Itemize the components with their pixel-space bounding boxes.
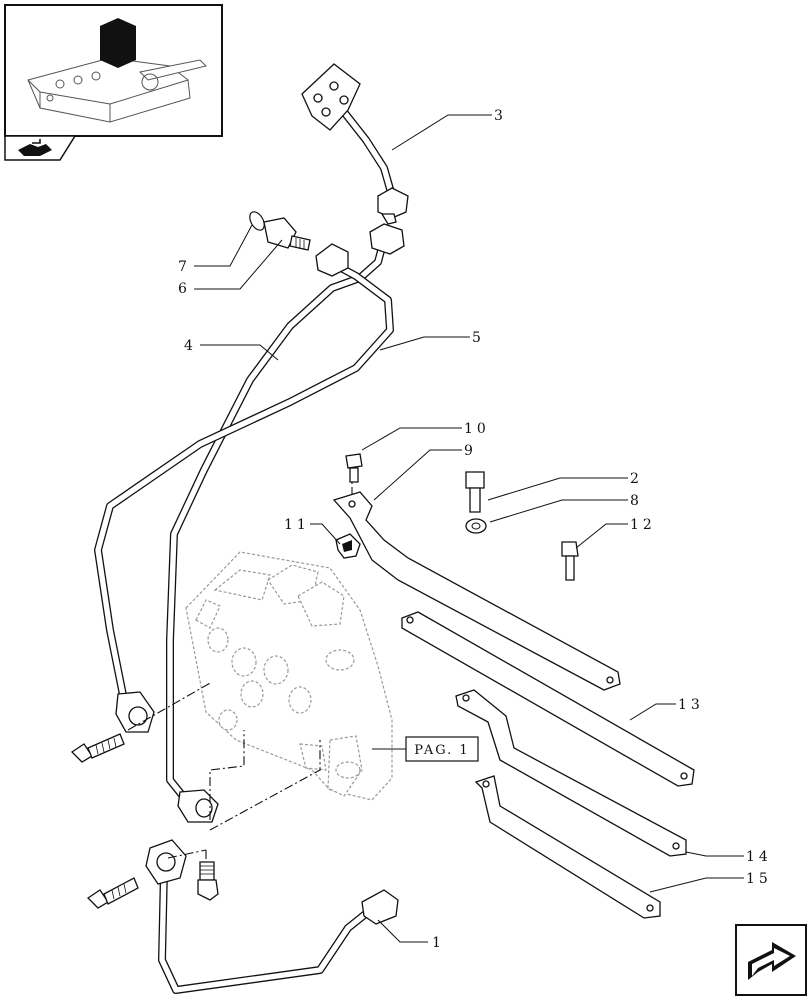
callout-14: 14 <box>746 849 772 865</box>
fitting-6-7 <box>249 211 311 251</box>
control-valve-ghost <box>185 551 393 801</box>
callout-5: 5 <box>472 330 485 346</box>
callout-3: 3 <box>494 108 507 124</box>
banjo-bolt-vertical <box>197 861 219 901</box>
leader-lines <box>194 114 744 943</box>
bracket-15 <box>474 775 661 919</box>
bracket-13 <box>401 611 695 787</box>
callout-6: 6 <box>178 281 191 297</box>
thumbnail-frame[interactable] <box>4 4 223 137</box>
callout-1: 1 <box>432 935 445 951</box>
callout-12: 12 <box>630 517 656 533</box>
bolt-12 <box>561 541 579 581</box>
callout-11: 11 <box>284 517 310 533</box>
tube-5 <box>166 223 405 823</box>
callout-10: 10 <box>464 421 490 437</box>
callout-4: 4 <box>184 338 197 354</box>
bolt-10 <box>345 453 363 483</box>
page-reference-box[interactable]: PAG. 1 <box>372 736 479 762</box>
callout-2: 2 <box>630 471 643 487</box>
bracket-14 <box>455 689 687 857</box>
banjo-bolt-left <box>70 733 125 763</box>
washer-8 <box>465 518 487 534</box>
tractor-lift-cover-thumbnail <box>27 18 207 123</box>
callout-13: 13 <box>678 697 704 713</box>
bolt-2 <box>465 471 485 513</box>
tube-1 <box>145 839 399 994</box>
callout-7: 7 <box>178 259 191 275</box>
callout-9: 9 <box>464 443 477 459</box>
clip-11 <box>335 533 361 559</box>
book-arrow-icon[interactable] <box>4 135 77 161</box>
page-reference-label: PAG. 1 <box>414 743 469 758</box>
tube-4 <box>94 243 394 733</box>
next-page-arrow-icon[interactable] <box>735 924 807 996</box>
banjo-bolt-lower <box>86 877 139 909</box>
callout-15: 15 <box>746 871 772 887</box>
tube-3 <box>301 63 409 225</box>
bracket-9 <box>332 491 621 691</box>
callout-8: 8 <box>630 493 643 509</box>
callout-labels: 3 7 6 4 5 10 9 2 8 12 11 13 14 15 1 <box>178 108 772 951</box>
